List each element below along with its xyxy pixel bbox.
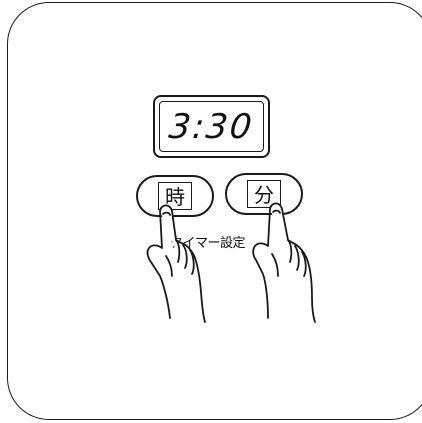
timer-display: 3:30 xyxy=(153,95,270,158)
minute-button-label: 分 xyxy=(247,180,281,208)
minute-button[interactable]: 分 xyxy=(225,173,303,215)
hour-button[interactable]: 時 xyxy=(136,175,214,217)
timer-display-screen: 3:30 xyxy=(159,101,264,152)
control-panel xyxy=(7,2,422,420)
time-readout: 3:30 xyxy=(168,110,256,144)
timer-setting-label: タイマー設定 xyxy=(170,232,245,251)
hour-button-label: 時 xyxy=(158,182,192,210)
